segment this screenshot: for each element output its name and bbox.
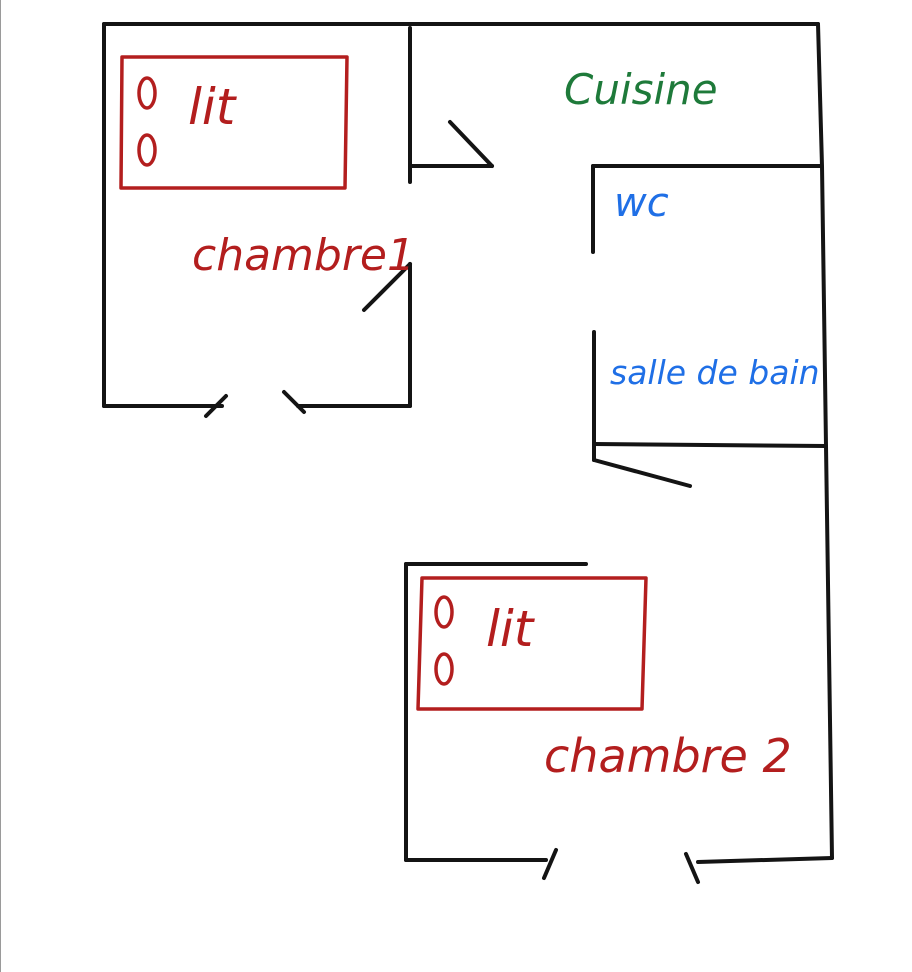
room-label-kitchen: Cuisine [564,65,718,114]
bed-frame [119,55,349,190]
bed-label: lit [188,78,238,136]
door-bedroom1-side [362,262,412,312]
door-kitchen [448,120,494,168]
bed-bedroom2: lit [416,576,648,711]
pillow-icon [137,76,157,110]
page-edge-line [0,0,1,972]
door-bedroom2-right-leaf [684,852,700,884]
pillow-icon [434,595,454,629]
wall-bathroom-bottom [592,442,828,448]
room-label-bedroom1: chambre1 [192,230,415,281]
door-bedroom1-left-leaf [204,394,228,418]
pillow-icon [434,652,454,686]
room-label-bedroom2: chambre 2 [544,729,792,783]
wall-right [816,22,834,860]
doors [204,120,700,884]
pillow-icon [137,133,157,167]
bed-frame [416,576,648,711]
door-bedroom1-right-leaf [282,390,306,414]
bed-label: lit [486,600,536,658]
door-bedroom2-left-leaf [542,848,558,880]
walls [102,22,834,864]
room-label-wc: wc [614,180,669,226]
bed-bedroom1: lit [119,55,349,190]
room-label-bathroom: salle de bain [610,353,820,392]
door-bathroom [592,458,692,488]
wall-bedroom2-bottom-right [696,856,834,864]
